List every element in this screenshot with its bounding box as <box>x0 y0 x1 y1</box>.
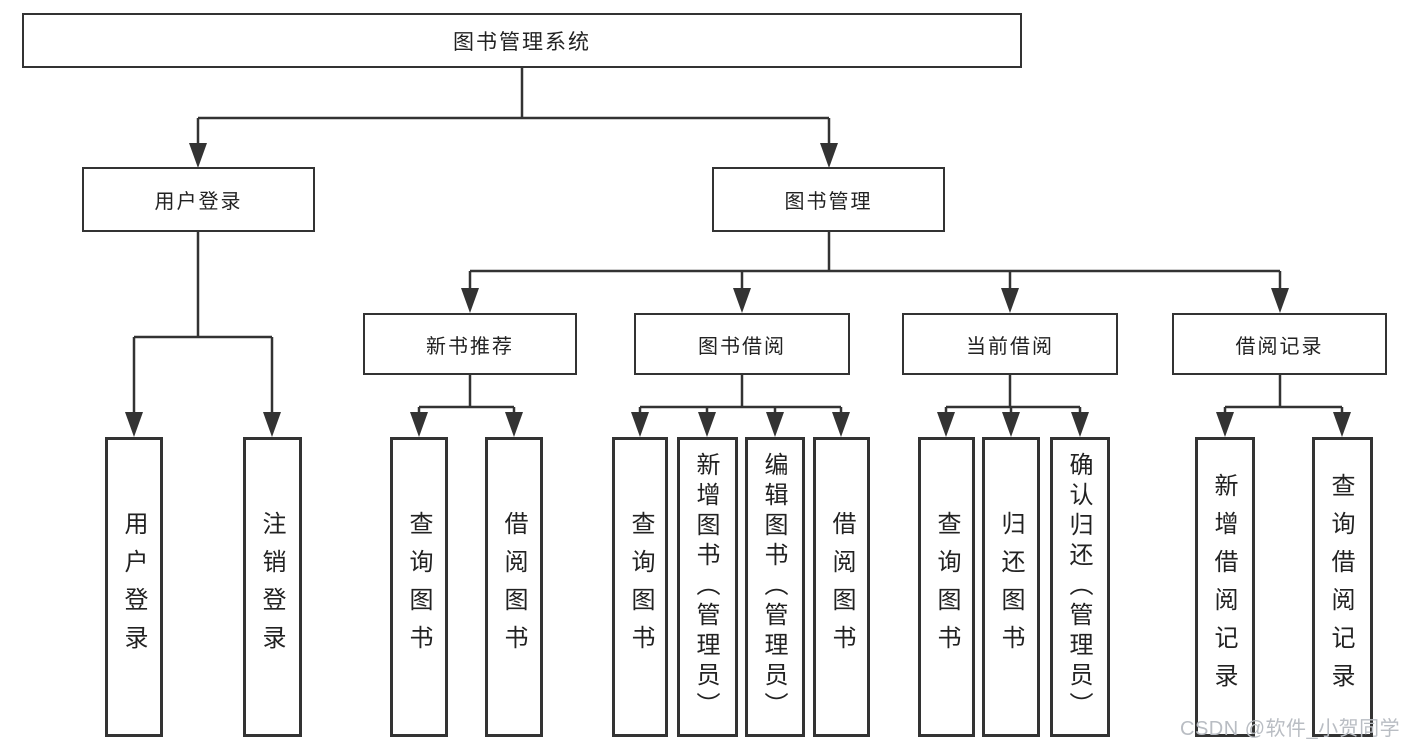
leaf-query-books: 查询图书 <box>612 437 668 737</box>
leaf-add-borrow-record: 新增借阅记录 <box>1195 437 1255 737</box>
leaf-borrow-books: 借阅图书 <box>485 437 543 737</box>
arrowheads <box>125 143 1351 437</box>
leaf-confirm-return-admin: 确认归还（管理员） <box>1050 437 1110 737</box>
leaf-add-book-admin: 新增图书（管理员） <box>677 437 738 737</box>
leaf-logout: 注销登录 <box>243 437 302 737</box>
leaf-query-books: 查询图书 <box>918 437 975 737</box>
leaf-user-login: 用户登录 <box>105 437 163 737</box>
leaf-query-borrow-record: 查询借阅记录 <box>1312 437 1373 737</box>
leaf-borrow-books: 借阅图书 <box>813 437 870 737</box>
node-new-book-recommendation: 新书推荐 <box>363 313 577 375</box>
node-borrowing-records: 借阅记录 <box>1172 313 1387 375</box>
node-current-borrowing: 当前借阅 <box>902 313 1118 375</box>
node-library-management-system: 图书管理系统 <box>22 13 1022 68</box>
leaf-edit-book-admin: 编辑图书（管理员） <box>745 437 805 737</box>
node-book-management: 图书管理 <box>712 167 945 232</box>
leaf-return-books: 归还图书 <box>982 437 1040 737</box>
watermark-text: CSDN @软件_小贺同学 <box>1180 718 1401 740</box>
node-user-login: 用户登录 <box>82 167 315 232</box>
connector-segments <box>132 68 1344 415</box>
leaf-query-books: 查询图书 <box>390 437 448 737</box>
node-book-borrowing: 图书借阅 <box>634 313 850 375</box>
